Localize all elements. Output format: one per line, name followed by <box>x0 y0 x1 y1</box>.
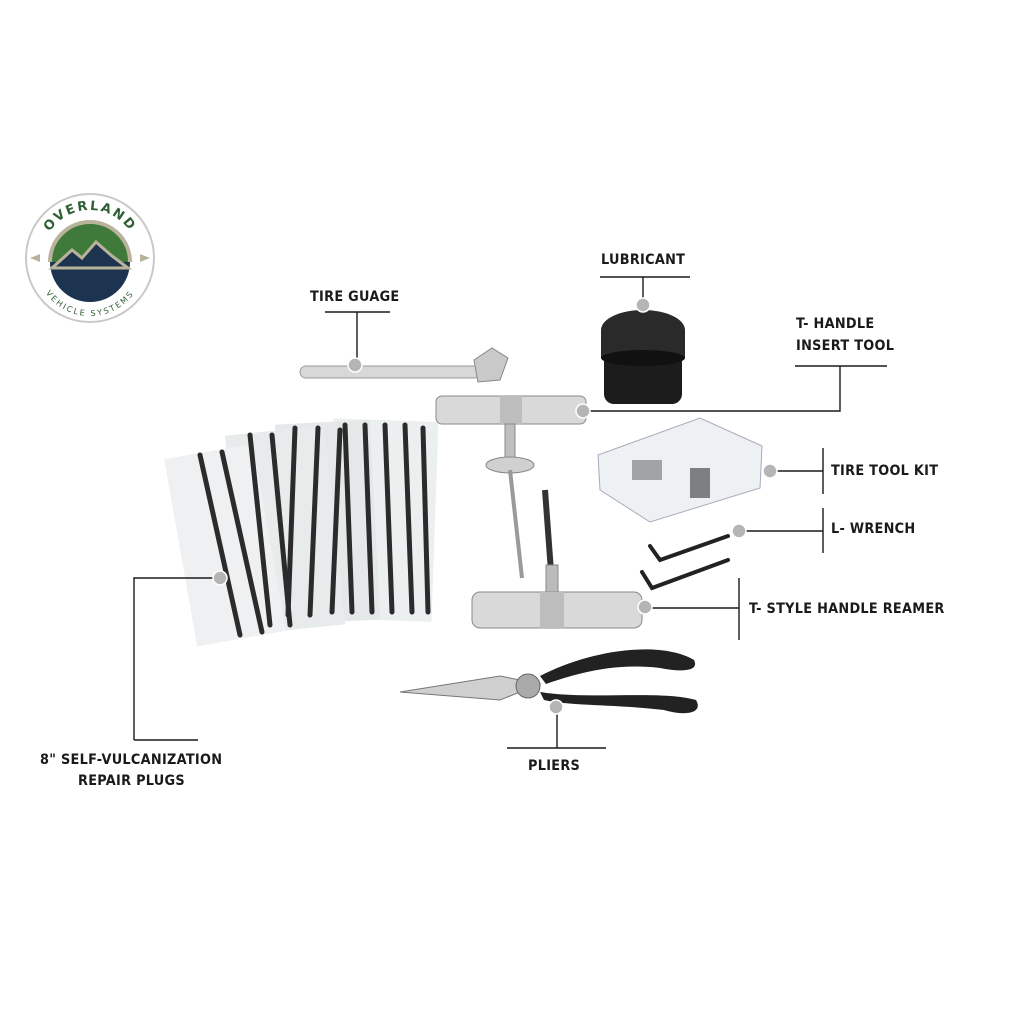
pliers-dot <box>548 699 564 715</box>
callout-lines <box>133 276 887 749</box>
lubricant-dot <box>635 297 651 313</box>
t-handle-dot <box>575 403 591 419</box>
pliers-image <box>399 649 698 714</box>
reamer-label: T- STYLE HANDLE REAMER <box>749 601 945 617</box>
plugs-dot <box>212 570 228 586</box>
lubricant-label: LUBRICANT <box>601 252 686 268</box>
t-handle-label-line2: INSERT TOOL <box>796 338 895 354</box>
reamer-dot <box>637 599 653 615</box>
tire-tool-kit-dot <box>762 463 778 479</box>
tire-tool-kit-label: TIRE TOOL KIT <box>831 463 939 479</box>
tire-gauge-image <box>299 347 509 383</box>
t-handle-insert-tool-image <box>435 395 587 579</box>
overland-logo: OVERLAND VEHICLE SYSTEMS <box>25 193 155 323</box>
l-wrench-image <box>640 534 730 591</box>
l-wrench-dot <box>731 523 747 539</box>
plugs-label-line1: 8" SELF-VULCANIZATION <box>40 752 223 768</box>
t-style-handle-reamer-image <box>471 489 643 629</box>
lubricant-image <box>601 310 685 404</box>
l-wrench-label: L- WRENCH <box>831 521 916 537</box>
plugs-label-line2: REPAIR PLUGS <box>78 773 185 789</box>
callout-dots <box>212 297 778 715</box>
tire-tool-kit-image <box>597 417 763 523</box>
tire-gauge-dot <box>347 357 363 373</box>
repair-plugs-image <box>164 418 439 647</box>
pliers-label: PLIERS <box>528 758 581 774</box>
tire-gauge-label: TIRE GUAGE <box>310 289 400 305</box>
t-handle-label-line1: T- HANDLE <box>796 316 875 332</box>
